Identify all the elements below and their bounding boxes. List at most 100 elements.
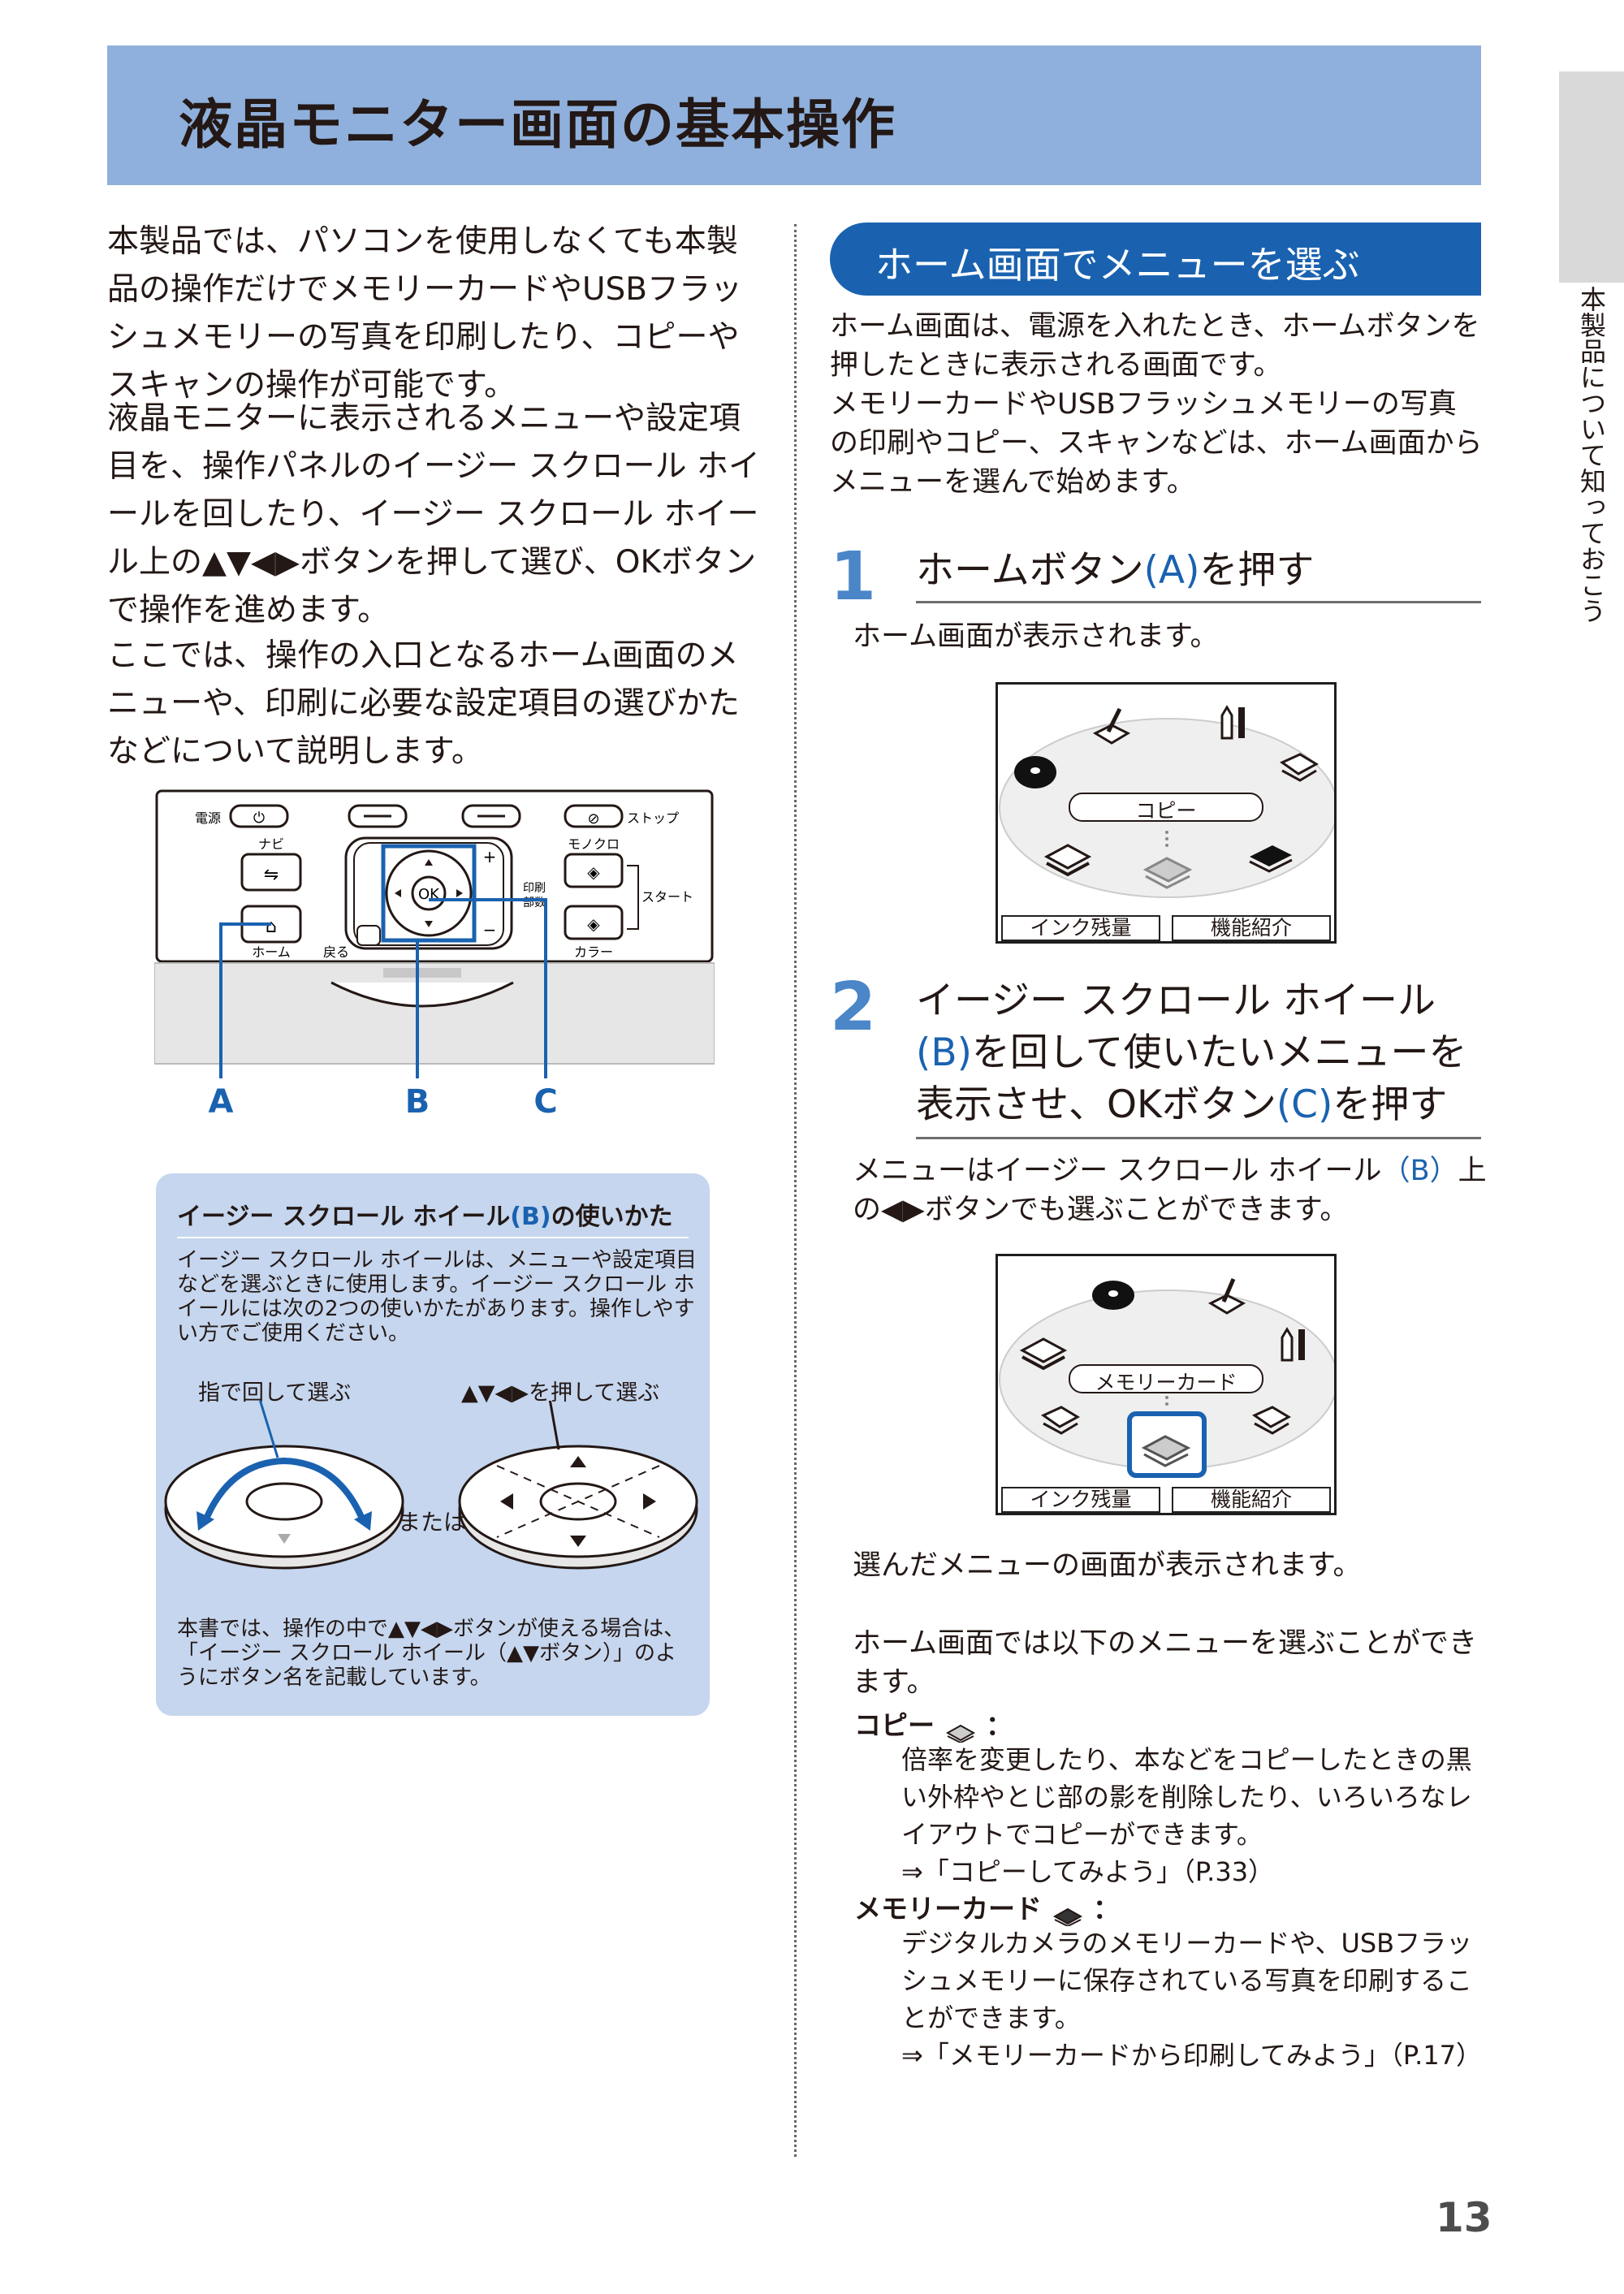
intro-text-3: ここでは、操作の入口となるホーム画面のメニューや、印刷に必要な設定項目の選びかた… (107, 632, 765, 788)
step-1-result: ホーム画面が表示されます。 (853, 620, 1219, 653)
menu-copy-colon: ： (986, 1709, 1013, 1741)
callout-c: C (533, 1083, 557, 1121)
menu-memory-card-name: メモリーカード ： (854, 1887, 1120, 1927)
home-section-paragraph-2: メモリーカードやUSBフラッシュメモリーの写真の印刷やコピー、スキャンなどは、ホ… (830, 388, 1483, 499)
guide-footer: 本書では、操作の中で▲▼◀▶ボタンが使える場合は、「イージー スクロール ホイー… (177, 1617, 685, 1690)
side-tab-label: 本製品について知っておこう (1576, 286, 1607, 624)
step-1-title-prefix: ホームボタン (916, 548, 1144, 593)
home-label: ホーム (252, 944, 291, 960)
color-label: カラー (574, 944, 613, 960)
intro-text-2: 液晶モニターに表示されるメニューや設定項目を、操作パネルのイージー スクロール … (107, 395, 765, 647)
guide-title: イージー スクロール ホイール(B)の使いかた (177, 1196, 673, 1232)
step-2-title-line-2: (B)を回して使いたいメニューを (916, 1026, 1467, 1080)
step-2-note-key: （B） (1381, 1155, 1458, 1187)
step-1-title-key: (A) (1143, 548, 1200, 593)
step-2-title-line-3: 表示させ、OKボタン(C)を押す (916, 1078, 1447, 1132)
guide-caption-rotate: 指で回して選ぶ (198, 1380, 352, 1406)
guide-caption-press: ▲▼◀▶を押して選ぶ (461, 1380, 660, 1406)
title-bar: 液晶モニター画面の基本操作 (107, 45, 1481, 185)
step-1-title-suffix: を押す (1199, 548, 1315, 593)
photo-stack-icon (1279, 753, 1320, 782)
copy-icon (1040, 1406, 1081, 1435)
printer-icon (1207, 1278, 1246, 1315)
lcd-1-ink-level-button: インク残量 (1001, 915, 1160, 941)
power-label: 電源 (195, 810, 221, 826)
step-2-note-suffix: 上 (1458, 1155, 1487, 1187)
memory-card-icon (1141, 1435, 1191, 1467)
step-2-title-line-2-key: (B) (916, 1030, 972, 1075)
side-tab (1559, 71, 1624, 283)
section-heading-pill: ホーム画面でメニューを選ぶ (830, 222, 1481, 296)
step-2-result: 選んだメニューの画面が表示されます。 (853, 1549, 1362, 1582)
menu-memory-card-description: デジタルカメラのメモリーカードや、USBフラッシュメモリーに保存されている写真を… (901, 1928, 1473, 2033)
scanner-icon (1019, 1337, 1068, 1371)
stop-label: ストップ (627, 810, 679, 826)
disc-icon (1014, 756, 1056, 788)
minus-label: − (483, 920, 497, 940)
start-label: スタート (641, 889, 693, 905)
photo-stack-icon (1251, 1406, 1292, 1435)
lcd-1-menu-label: コピー (1135, 799, 1197, 823)
menu-copy-description: 倍率を変更したり、本などをコピーしたときの黒い外枠やとじ部の影を削除したり、いろ… (901, 1744, 1472, 1850)
disc-icon (1092, 1281, 1134, 1310)
lcd-2-feature-guide-button: 機能紹介 (1172, 1487, 1331, 1513)
guide-title-prefix: イージー スクロール ホイール (177, 1203, 511, 1231)
memory-card-icon (1249, 845, 1293, 873)
memory-card-icon (1052, 1901, 1084, 1927)
menu-memory-card-label: メモリーカード (854, 1893, 1042, 1925)
step-2-title-line-3-prefix: 表示させ、OKボタン (916, 1082, 1276, 1127)
section-heading: ホーム画面でメニューを選ぶ (875, 243, 1360, 287)
back-label: 戻る (323, 944, 349, 960)
intro-paragraph-3: ここでは、操作の入口となるホーム画面のメニューや、印刷に必要な設定項目の選びかた… (107, 637, 740, 770)
page-title: 液晶モニター画面の基本操作 (179, 93, 896, 156)
lcd-1-feature-guide-button: 機能紹介 (1172, 915, 1331, 941)
home-section-paragraph-1: ホーム画面は、電源を入れたとき、ホームボタンを押したときに表示される画面です。 (830, 310, 1480, 382)
guide-description: イージー スクロール ホイールは、メニューや設定項目などを選ぶときに使用します。… (177, 1248, 698, 1346)
svg-text:⏻: ⏻ (253, 810, 265, 827)
menu-memory-card-colon: ： (1093, 1893, 1120, 1925)
step-1-number: 1 (830, 538, 877, 616)
step-2-number: 2 (830, 969, 877, 1046)
guide-title-suffix: の使いかた (551, 1203, 673, 1231)
tools-icon (1220, 705, 1245, 740)
step-2-underline (916, 1137, 1481, 1139)
callout-b: B (405, 1083, 430, 1121)
guide-or-label: または (398, 1509, 467, 1536)
wheel-guide-box: イージー スクロール ホイール(B)の使いかた イージー スクロール ホイールは… (156, 1173, 710, 1716)
step-2-note-line-1: メニューはイージー スクロール ホイール（B）上 (853, 1151, 1487, 1190)
lcd-home-screen-copy: コピー インク残量 機能紹介 (996, 682, 1337, 944)
menu-copy-name: コピー ： (854, 1704, 1013, 1743)
menu-copy-reference: ⇒「コピーしてみよう」（P.33） (901, 1856, 1275, 1887)
plus-label: + (483, 847, 497, 866)
scanner-icon (1043, 844, 1092, 877)
tools-icon (1281, 1327, 1305, 1362)
svg-text:⇋: ⇋ (264, 865, 279, 885)
operation-panel-illustration: ⏻ 電源 ⊘ ストップ ナビ ⇋ ⌂ ホーム 戻る OK + − 印刷 部数 モ… (154, 789, 715, 1121)
svg-text:⊘: ⊘ (587, 810, 599, 827)
lcd-2-ink-level-button: インク残量 (1001, 1487, 1160, 1513)
step-2-title-line-1: イージー スクロール ホイール (916, 979, 1436, 1023)
step-2-note-line-2: の◀▶ボタンでも選ぶことができます。 (853, 1194, 1349, 1226)
copy-icon (944, 1717, 977, 1743)
wheel-illustrations (164, 1401, 698, 1570)
lcd-screen-1-graphics (999, 705, 1334, 898)
step-2-title-line-3-suffix: を押す (1332, 1082, 1448, 1127)
intro-paragraph-1: 本製品では、パソコンを使用しなくても本製品の操作だけでメモリーカードやUSBフラ… (107, 223, 743, 404)
intro-text: 本製品では、パソコンを使用しなくても本製品の操作だけでメモリーカードやUSBフラ… (107, 218, 765, 422)
page-number: 13 (1436, 2194, 1492, 2241)
lcd-2-menu-label: メモリーカード (1095, 1371, 1237, 1394)
svg-text:⌂: ⌂ (266, 917, 277, 937)
lcd-home-screen-memory-card: メモリーカード インク残量 機能紹介 (996, 1254, 1337, 1515)
menu-copy-label: コピー (854, 1709, 935, 1741)
mono-label: モノクロ (568, 836, 620, 852)
step-1-title: ホームボタン(A)を押す (916, 544, 1484, 598)
copy-icon (1142, 857, 1193, 889)
step-2-title-line-3-key: (C) (1276, 1082, 1333, 1127)
menus-intro: ホーム画面では以下のメニューを選ぶことができます。 (853, 1627, 1477, 1699)
print-copies-label-1: 印刷 (523, 882, 546, 895)
step-1-underline (916, 601, 1481, 603)
printer-icon (1092, 707, 1131, 745)
step-2-note-prefix: メニューはイージー スクロール ホイール (853, 1155, 1382, 1187)
intro-paragraph-2: 液晶モニターに表示されるメニューや設定項目を、操作パネルのイージー スクロール … (107, 400, 761, 629)
svg-text:◈: ◈ (587, 862, 600, 882)
